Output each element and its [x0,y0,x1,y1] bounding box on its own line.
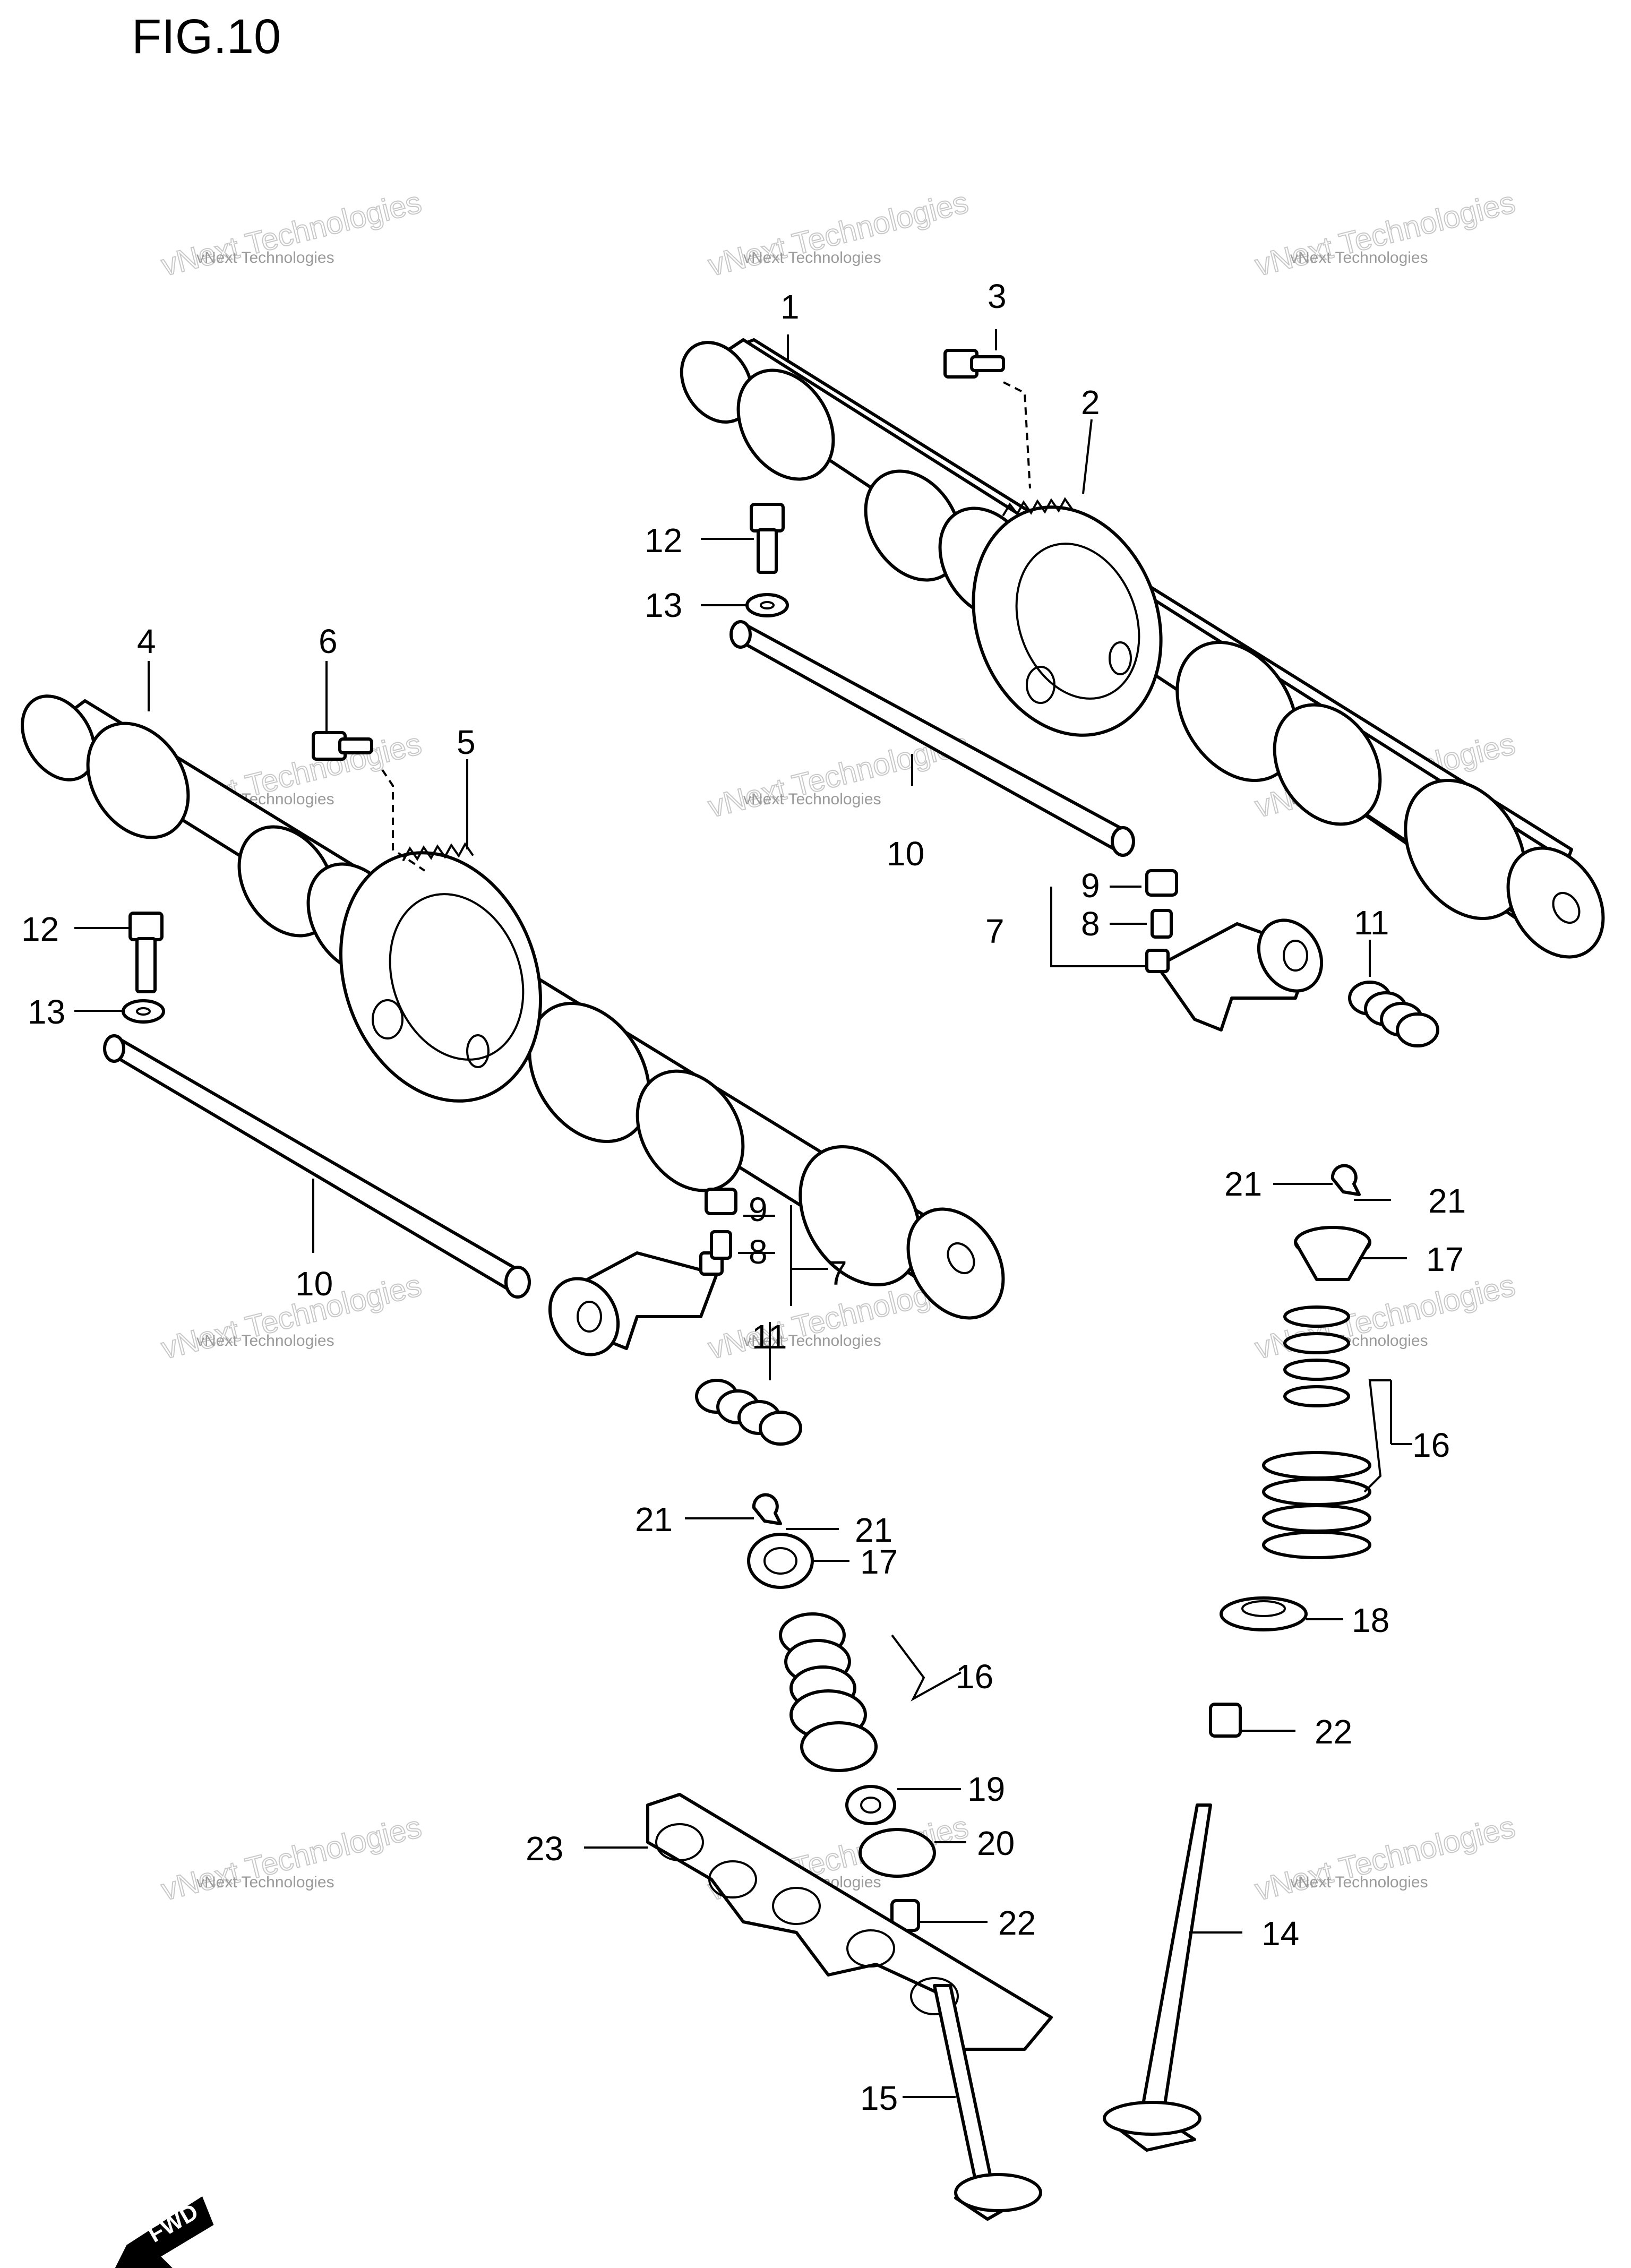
callout-8-lower: 8 [749,1233,768,1271]
leader-lines [74,329,1412,2098]
cam-sprocket-exhaust [339,842,543,1103]
callout-9-upper: 9 [1081,866,1100,905]
washer-upper [745,593,789,617]
svg-text:vNext Technologies: vNext Technologies [1290,1874,1428,1891]
callout-7-upper: 7 [985,912,1005,950]
cam-sprocket-intake [972,497,1163,737]
callout-9-lower: 9 [749,1190,768,1228]
svg-text:vNext Technologies: vNext Technologies [196,1332,334,1350]
svg-text:vNext Technologies: vNext Technologies [196,249,334,267]
svg-text:vNext Technologies: vNext Technologies [743,1332,881,1350]
svg-text:vNext Technologies: vNext Technologies [158,1809,425,1907]
spring-retainer-right [1294,1226,1371,1281]
rocker-spring-upper [1348,981,1439,1047]
callout-22-left: 22 [998,1904,1036,1942]
callout-17-right: 17 [1426,1240,1464,1278]
shaft-bolt-lower [128,912,164,993]
callout-12-upper: 12 [645,521,682,560]
svg-text:vNext Technologies: vNext Technologies [743,791,881,808]
adjust-screw-lower [710,1230,732,1260]
callout-10-lower: 10 [295,1265,333,1303]
rocker-shaft-lower [103,1034,531,1299]
callout-6: 6 [319,622,338,660]
lock-nut-upper [1145,869,1178,897]
adjust-screw-upper [1151,909,1173,939]
svg-text:vNext Technologies: vNext Technologies [158,185,425,282]
callout-16-right: 16 [1412,1426,1450,1464]
figure-title: FIG.10 [132,10,281,64]
washer-seat-left [859,1828,936,1878]
fwd-direction-badge: FWD [115,2196,214,2268]
callout-12-lower: 12 [21,910,59,948]
callout-20: 20 [977,1824,1015,1862]
sprocket-bolt-upper [943,349,1031,489]
callout-2: 2 [1081,383,1100,422]
callout-labels: 1 2 3 4 5 6 7 7 8 8 9 9 10 10 11 11 12 1… [21,277,1466,2117]
spring-seat-right [1220,1596,1308,1631]
callout-11-upper: 11 [1354,904,1389,942]
rocker-spring-lower [695,1379,802,1446]
valve-spring-right [1262,1305,1371,1559]
callout-8-upper: 8 [1081,905,1100,943]
valve-exhaust [933,1984,1042,2221]
callout-22-right: 22 [1315,1713,1352,1751]
shaft-bolt-upper [750,503,785,574]
cotter-left [752,1493,782,1525]
callout-21-left-a: 21 [635,1500,673,1539]
svg-text:vNext Technologies: vNext Technologies [1251,1809,1518,1907]
callout-18: 18 [1352,1601,1389,1639]
callout-13-upper: 13 [645,586,682,624]
valve-intake [1103,1803,1212,2152]
rocker-shaft-upper [729,620,1135,857]
callout-16-left: 16 [956,1657,993,1696]
svg-text:vNext Technologies: vNext Technologies [743,249,881,267]
valve-guide-right [1209,1703,1242,1738]
callout-13-lower: 13 [28,993,65,1031]
svg-text:vNext Technologies: vNext Technologies [1290,249,1428,267]
callout-15: 15 [860,2079,898,2117]
callout-19: 19 [967,1770,1005,1808]
callout-10-upper: 10 [887,835,924,873]
svg-text:vNext Technologies: vNext Technologies [1251,185,1518,282]
washer-lower [122,999,165,1024]
callout-11-lower: 11 [752,1318,787,1356]
callout-23: 23 [526,1829,563,1868]
svg-text:vNext Technologies: vNext Technologies [158,1268,425,1365]
lock-nut-lower [705,1188,737,1215]
callout-7-lower: 7 [828,1254,847,1292]
callout-5: 5 [457,723,476,761]
callout-17-left: 17 [860,1543,898,1581]
callout-4: 4 [137,622,156,660]
sprocket-bolt-lower [312,731,426,872]
callout-1: 1 [780,288,800,326]
callout-14: 14 [1261,1914,1299,1953]
valve-spring-left [779,1612,878,1772]
callout-21-right-b: 21 [1428,1182,1466,1220]
spring-retainer-left [747,1533,814,1589]
rocker-arm-assy-upper [1145,918,1324,1032]
svg-text:vNext Technologies: vNext Technologies [705,185,972,282]
callout-21-left-b: 21 [855,1511,892,1549]
callout-3: 3 [988,277,1007,315]
callout-21-right-a: 21 [1224,1165,1262,1203]
svg-text:vNext Technologies: vNext Technologies [196,1874,334,1891]
oil-seal-left [845,1785,896,1825]
cotter-right [1330,1164,1361,1196]
rocker-arm-assy-lower [548,1251,724,1356]
